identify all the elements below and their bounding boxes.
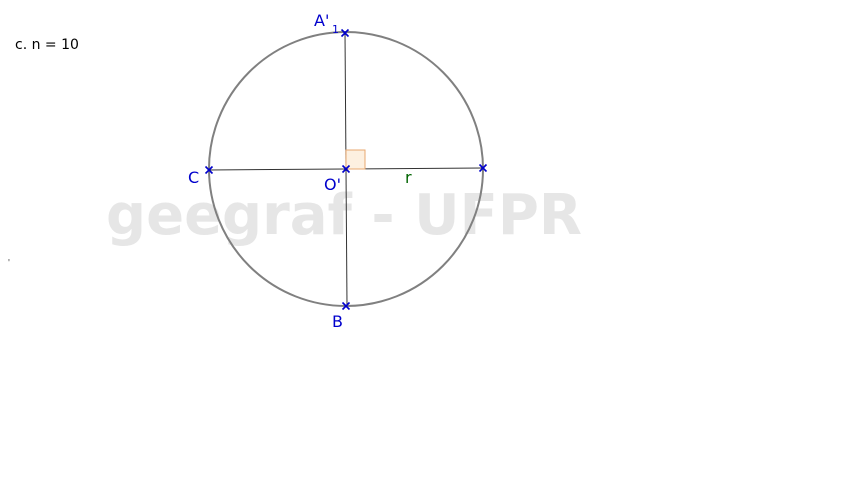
point-top-cross[interactable] bbox=[340, 28, 350, 38]
point-bottom-cross[interactable] bbox=[341, 301, 351, 311]
point-label-top: A' bbox=[314, 11, 329, 30]
right-angle-marker bbox=[345, 149, 366, 170]
point-right-cross[interactable] bbox=[478, 163, 488, 173]
stray-mark: ' bbox=[8, 258, 10, 269]
point-label-center: O' bbox=[324, 175, 341, 194]
point-left-cross[interactable] bbox=[204, 165, 214, 175]
exercise-caption: c. n = 10 bbox=[15, 37, 79, 53]
point-label-bottom: B bbox=[332, 312, 343, 331]
watermark-text: geegraf - UFPR bbox=[106, 183, 582, 248]
radius-label: r bbox=[405, 168, 412, 187]
point-label-top-subscript: 1 bbox=[332, 23, 339, 36]
point-label-left: C bbox=[188, 168, 199, 187]
point-center-cross[interactable] bbox=[341, 164, 351, 174]
